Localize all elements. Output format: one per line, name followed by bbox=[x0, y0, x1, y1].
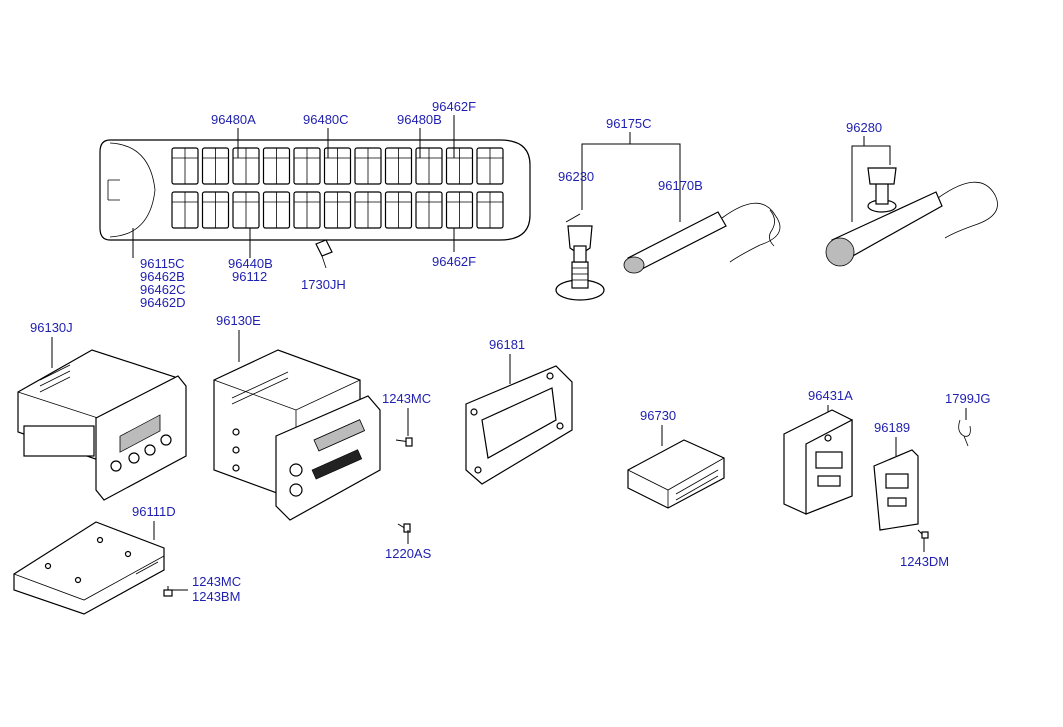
label-96462F-bottom: 96462F bbox=[432, 254, 476, 269]
mount-plate-96111D bbox=[13, 521, 165, 615]
screw-1243MC-a bbox=[395, 437, 413, 447]
microphone-96170B bbox=[623, 202, 781, 274]
label-96480A: 96480A bbox=[211, 112, 256, 127]
label-96462C: 96462C bbox=[140, 282, 186, 297]
label-96115C: 96115C bbox=[140, 256, 185, 271]
label-1220AS: 1220AS bbox=[385, 546, 432, 561]
label-1799JG: 1799JG bbox=[945, 391, 991, 406]
label-96170B: 96170B bbox=[658, 178, 703, 193]
label-96480C: 96480C bbox=[303, 112, 349, 127]
bezel-plate-96181 bbox=[465, 365, 573, 485]
screw-1243DM bbox=[917, 529, 929, 539]
label-1243MC-b: 1243MC bbox=[192, 574, 241, 589]
amplifier-96130E bbox=[213, 349, 381, 521]
bulb-1730jh bbox=[315, 239, 333, 269]
clip-1799JG bbox=[958, 419, 971, 447]
label-96130J: 96130J bbox=[30, 320, 73, 335]
label-96462B: 96462B bbox=[140, 269, 185, 284]
label-96462D: 96462D bbox=[140, 295, 186, 310]
label-1243DM: 1243DM bbox=[900, 554, 949, 569]
label-96280: 96280 bbox=[846, 120, 882, 135]
label-96730: 96730 bbox=[640, 408, 676, 423]
label-96111D: 96111D bbox=[132, 504, 176, 519]
mic-holder-96280 bbox=[867, 167, 897, 213]
cover-plate-96189 bbox=[873, 449, 919, 531]
label-96181: 96181 bbox=[489, 337, 525, 352]
head-unit-96130J bbox=[17, 349, 187, 501]
label-96440B: 96440B bbox=[228, 256, 273, 271]
label-1730JH: 1730JH bbox=[301, 277, 346, 292]
label-1243MC-a: 1243MC bbox=[382, 391, 431, 406]
microphone-96280 bbox=[825, 181, 998, 267]
screw-1243MC-b bbox=[163, 586, 173, 597]
label-1243BM: 1243BM bbox=[192, 589, 240, 604]
module-96730 bbox=[627, 439, 725, 509]
speaker-box-96431A bbox=[783, 409, 853, 515]
label-96189: 96189 bbox=[874, 420, 910, 435]
label-96462F-top: 96462F bbox=[432, 99, 476, 114]
mic-stand-96230 bbox=[555, 213, 605, 301]
label-96480B: 96480B bbox=[397, 112, 442, 127]
label-96112: 96112 bbox=[232, 269, 267, 284]
screw-1220AS bbox=[397, 523, 411, 533]
label-96130E: 96130E bbox=[216, 313, 261, 328]
label-96431A: 96431A bbox=[808, 388, 853, 403]
label-96230: 96230 bbox=[558, 169, 594, 184]
bus-seat-layout bbox=[99, 139, 531, 241]
label-96175C: 96175C bbox=[606, 116, 652, 131]
